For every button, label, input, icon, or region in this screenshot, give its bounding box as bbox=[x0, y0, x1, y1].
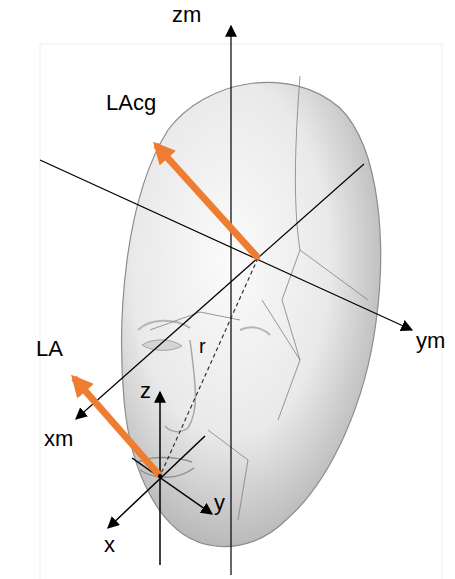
xm-axis bbox=[76, 164, 364, 419]
acceleration-arrow bbox=[74, 378, 160, 476]
acceleration-arrow bbox=[156, 145, 258, 258]
vector-label: LA bbox=[36, 338, 63, 360]
cg-point bbox=[256, 256, 260, 260]
head-outline bbox=[122, 82, 381, 546]
vector-label: LAcg bbox=[106, 92, 156, 114]
axis-label: z bbox=[140, 380, 151, 402]
axis-label: y bbox=[214, 492, 225, 514]
x-axis bbox=[108, 436, 205, 528]
brow bbox=[240, 327, 270, 335]
y-axis bbox=[132, 458, 212, 514]
axis-label: ym bbox=[416, 330, 445, 352]
zm-axis bbox=[230, 26, 231, 575]
segment-line bbox=[150, 76, 368, 520]
radius-label: r bbox=[199, 336, 206, 356]
eye bbox=[142, 340, 182, 351]
frame bbox=[40, 44, 442, 579]
ym-axis bbox=[40, 160, 412, 330]
nose bbox=[165, 340, 195, 432]
axis-label: zm bbox=[172, 4, 201, 26]
axis-label: xm bbox=[44, 428, 73, 450]
radius-line bbox=[160, 258, 258, 476]
axis-label: x bbox=[104, 534, 115, 556]
origin-point bbox=[158, 474, 162, 478]
